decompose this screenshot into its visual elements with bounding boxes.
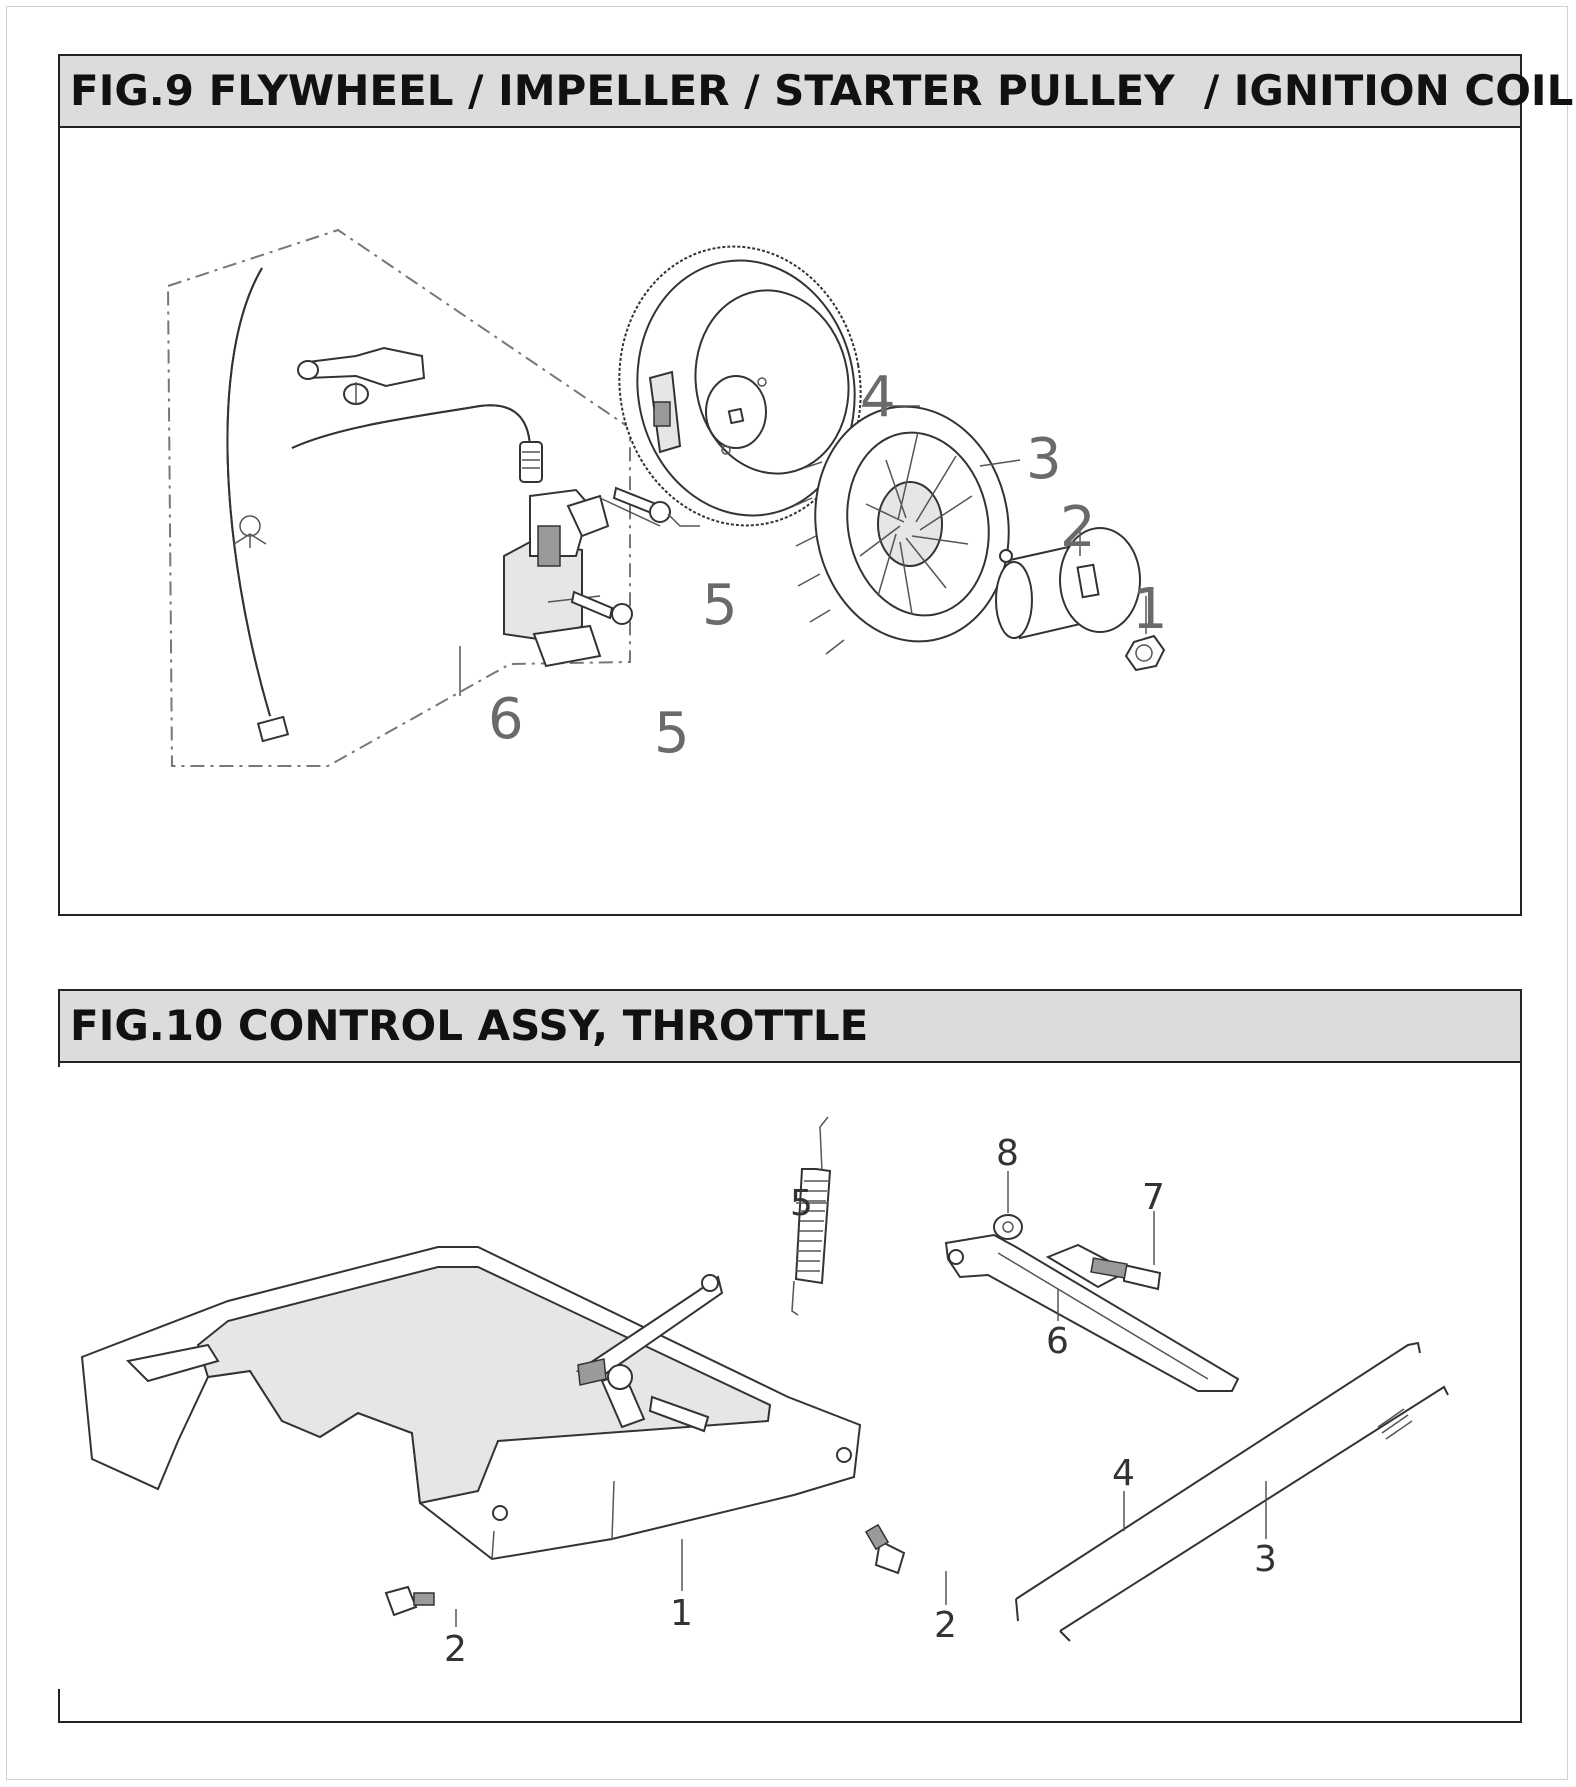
callout-5a: 5 <box>702 573 738 638</box>
throttle-spring <box>791 1116 832 1316</box>
leader-3 <box>979 459 1021 467</box>
callout-f10-7: 7 <box>1142 1177 1165 1218</box>
bolt-lower <box>547 590 633 625</box>
bolt-upper <box>599 486 671 527</box>
control-bracket <box>80 1246 862 1561</box>
fig10-exploded-view: 5 8 7 6 4 3 1 2 2 <box>80 1116 1449 1670</box>
callout-2: 2 <box>1060 495 1096 560</box>
coil-lead-boot <box>519 441 543 483</box>
callout-f10-2a: 2 <box>444 1629 467 1670</box>
ignition-coil <box>503 488 610 668</box>
ht-lead-wire-inner <box>226 267 271 717</box>
throttle-rod-3 <box>1059 1385 1449 1642</box>
bolt-right <box>864 1523 906 1575</box>
flywheel <box>618 245 862 527</box>
page-border <box>6 6 1568 1780</box>
callout-f10-1: 1 <box>670 1593 693 1634</box>
bracket-lever-arm <box>575 1274 724 1433</box>
ht-lead-wire <box>226 267 271 717</box>
left-edge-tick-top <box>58 1061 60 1067</box>
throttle-rod-4 <box>1015 1341 1421 1622</box>
wire-clip-icon <box>233 515 267 548</box>
callout-6: 6 <box>488 687 524 752</box>
callout-5b: 5 <box>654 701 690 766</box>
callout-f10-5: 5 <box>790 1183 813 1224</box>
bolt-left <box>384 1585 435 1617</box>
callout-f10-6: 6 <box>1046 1321 1069 1362</box>
callout-f10-4: 4 <box>1112 1453 1135 1494</box>
callout-f10-8: 8 <box>996 1133 1019 1174</box>
lever-screw <box>1090 1257 1162 1291</box>
starter-pulley <box>995 527 1141 640</box>
callout-3: 3 <box>1026 427 1062 492</box>
spark-plug-cap <box>297 346 426 405</box>
leader-5a <box>667 513 700 527</box>
fig9-title: FIG.9 FLYWHEEL / IMPELLER / STARTER PULL… <box>58 54 1573 128</box>
callout-f10-3: 3 <box>1254 1539 1277 1580</box>
ignition-coil-group-boundary <box>166 228 631 767</box>
left-edge-tick-bottom <box>58 1689 60 1723</box>
impeller-fan <box>793 405 1010 655</box>
fig10-diagram: 5 8 7 6 4 3 1 2 2 <box>58 1061 1522 1723</box>
wire-terminal <box>256 715 290 743</box>
flange-nut <box>1124 634 1166 672</box>
callout-1: 1 <box>1132 577 1168 642</box>
callout-4: 4 <box>860 365 896 430</box>
fig9-exploded-view: 4 3 2 1 5 5 6 <box>166 228 1168 767</box>
callout-f10-2b: 2 <box>934 1605 957 1646</box>
control-lever <box>944 1233 1240 1392</box>
fig9-diagram: 4 3 2 1 5 5 6 <box>58 126 1522 916</box>
fig10-title: FIG.10 CONTROL ASSY, THROTTLE <box>58 989 1522 1063</box>
washer <box>993 1214 1023 1240</box>
coil-lead <box>291 404 531 449</box>
